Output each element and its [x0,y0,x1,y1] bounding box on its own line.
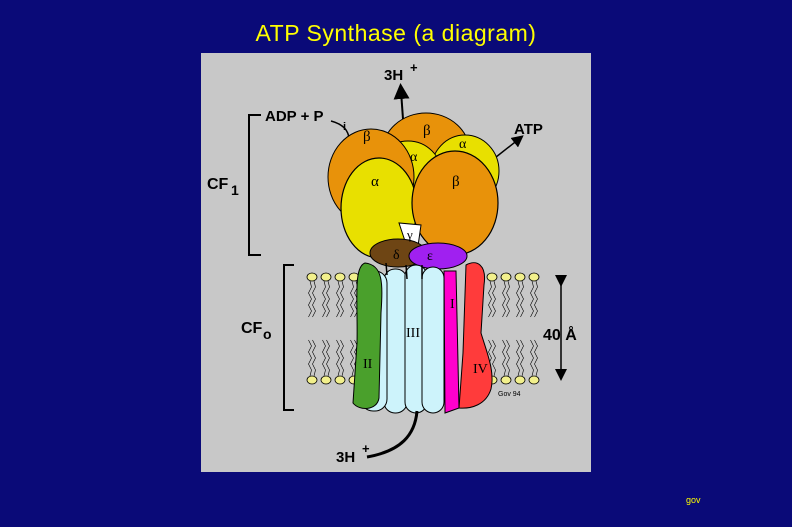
lipid-tail [322,339,330,377]
credit-label: Gov 94 [498,391,521,398]
lipid-head [500,375,512,385]
bottom-proton-superscript: + [362,441,370,456]
footer-credit: gov [686,495,701,505]
subunit-i [443,270,460,414]
lipid-head [320,375,332,385]
lipid-head [528,375,540,385]
lipid-head [500,272,512,282]
epsilon-letter: ε [427,249,433,264]
bottom-proton-arrow [366,410,419,459]
lipid-tail [502,280,510,318]
subunit-iii-cylinder [421,266,445,414]
gamma-letter: γ [406,227,413,242]
beta-letter: β [363,129,371,145]
beta-letter: β [452,174,460,190]
alpha-letter: α [459,137,467,152]
subunit-ii [352,262,383,409]
substrate-label: ADP + P [265,108,324,125]
lipid-head [514,375,526,385]
subunit-iv-label: IV [473,362,488,377]
lipid-tail [336,339,344,377]
lipid-tail [488,280,496,318]
top-proton-label: 3H [384,67,403,84]
lipid-tail [322,280,330,318]
cf0-label: CF [241,320,263,337]
lipid-head [514,272,526,282]
atp-synthase-diagram: 3H + ADP + P i ATP CF 1 CF o 3H + 40 Å G… [207,60,577,466]
beta-subunit-front [411,150,499,256]
subunit-i-label: I [450,297,455,312]
diagram-panel: 3H + ADP + P i ATP CF 1 CF o 3H + 40 Å G… [201,53,591,472]
lipid-head [320,272,332,282]
lipid-tail [516,280,524,318]
page-title: ATP Synthase (a diagram) [255,20,537,46]
subunit-iii-label: III [406,326,420,341]
lipid-head [528,272,540,282]
cf0-subscript: o [263,326,272,342]
subunit-iv [458,262,493,409]
lipid-tail [502,339,510,377]
lipid-head [306,375,318,385]
lipid-head [334,272,346,282]
cf1-bracket [248,114,261,256]
substrate-subscript: i [343,121,346,133]
membrane-width-label: 40 Å [543,325,577,344]
lipid-tail [336,280,344,318]
cf1-subscript: 1 [231,182,239,198]
beta-letter: β [423,123,431,139]
lipid-head [486,272,498,282]
delta-letter: δ [393,248,400,263]
lipid-tail [516,339,524,377]
lipid-tail [530,339,538,377]
alpha-letter: α [371,174,379,190]
product-label: ATP [514,121,543,138]
cf1-label: CF [207,176,229,193]
bottom-proton-label: 3H [336,449,355,466]
subunit-ii-label: II [363,357,373,372]
lipid-tail [308,339,316,377]
stalk-lines [385,262,423,280]
cf0-bracket [283,264,294,411]
alpha-letter: α [410,150,418,165]
lipid-head [306,272,318,282]
lipid-tail [308,280,316,318]
top-proton-superscript: + [410,60,418,75]
lipid-tail [530,280,538,318]
lipid-head [334,375,346,385]
